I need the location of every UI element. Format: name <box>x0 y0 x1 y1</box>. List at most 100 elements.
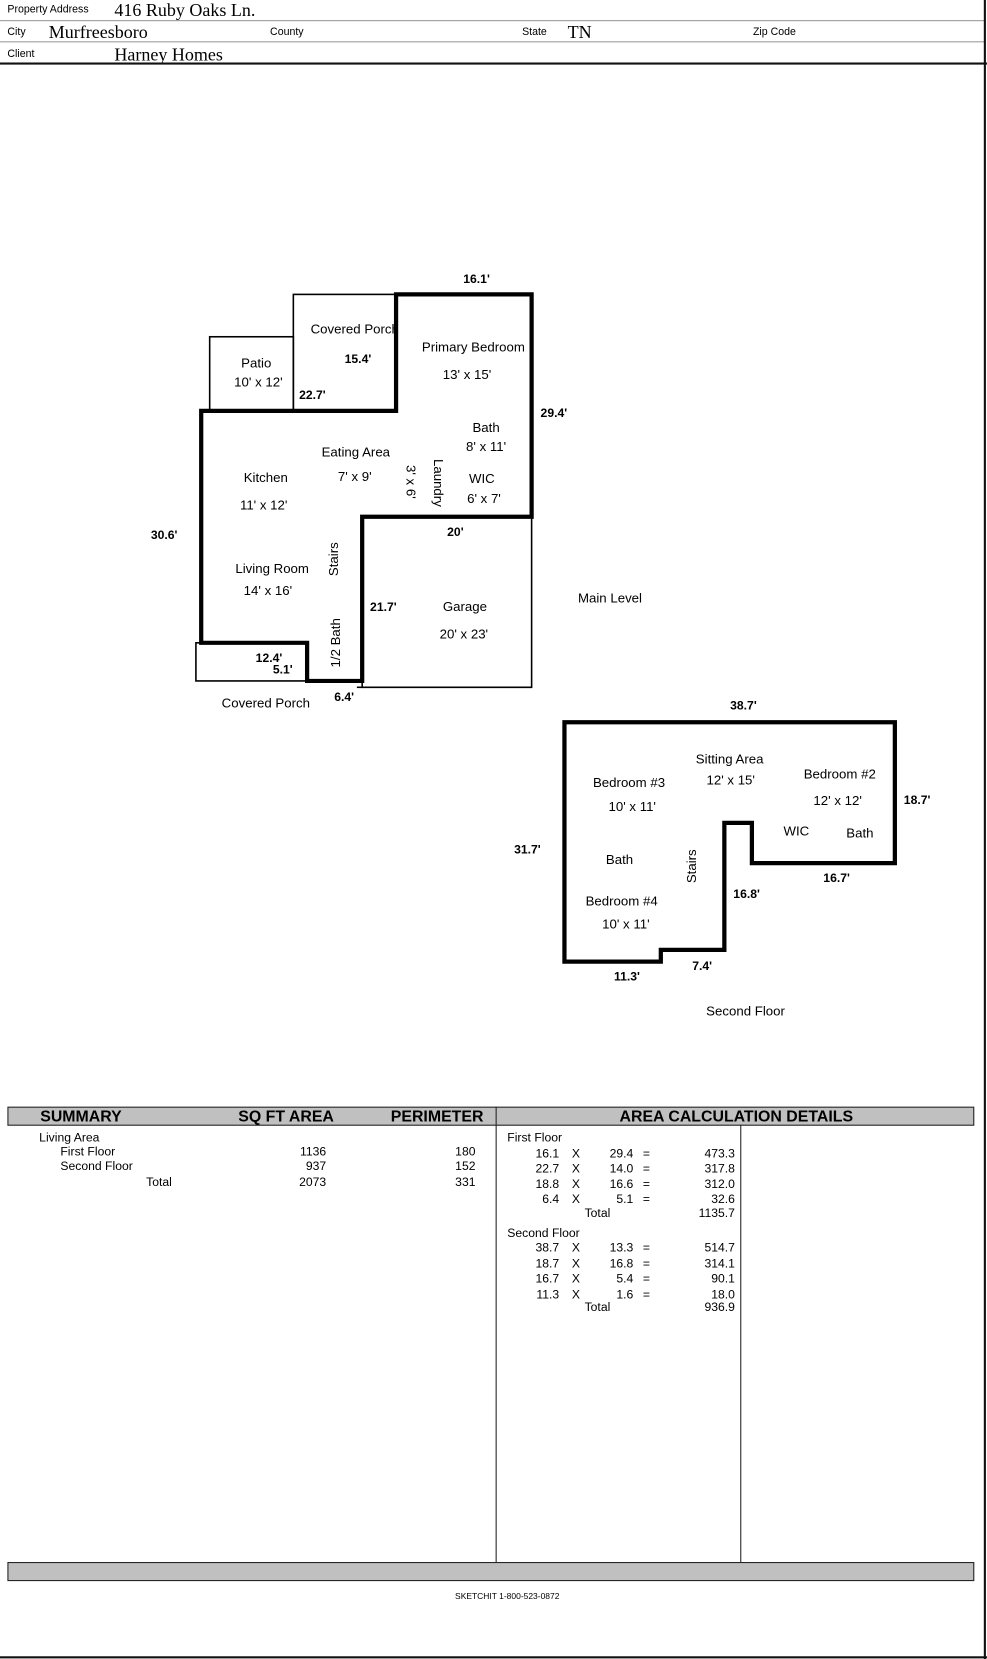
calc-b: 5.1 <box>616 1193 634 1207</box>
calc-b: 13.3 <box>609 1242 634 1255</box>
summary-header-bar <box>7 1106 975 1126</box>
room-covered-porch-top: Covered Porch <box>310 321 399 337</box>
calc-a: 18.8 <box>535 1178 560 1191</box>
dim-top: 16.1' <box>463 273 490 286</box>
calc-a: 16.7 <box>535 1272 560 1286</box>
room-patio: Patio <box>241 355 272 371</box>
room-bedroom3: Bedroom #3 <box>592 775 666 791</box>
room-kitchen-size: 11' x 12' <box>239 497 288 513</box>
room-closet-size: 3' x 6' <box>403 464 419 499</box>
state-label: State <box>522 26 547 39</box>
calc-result: 32.6 <box>711 1193 735 1207</box>
calc-a: 38.7 <box>535 1242 560 1255</box>
room-wic-size: 6' x 7' <box>467 491 501 507</box>
row-label: First Floor <box>60 1145 116 1159</box>
divider <box>740 1124 742 1563</box>
room-garage-size: 20' x 23' <box>439 626 489 642</box>
dim-bottom-b: 11.3' <box>613 971 640 984</box>
room-patio-size: 10' x 12' <box>234 374 283 390</box>
calc-result: 514.7 <box>704 1242 735 1255</box>
patio-outline <box>208 335 295 412</box>
zip-label: Zip Code <box>752 26 796 39</box>
calc-equals: = <box>642 1193 650 1207</box>
calc-b: 29.4 <box>609 1147 634 1161</box>
calc-equals: = <box>642 1257 650 1271</box>
client-label: Client <box>7 48 35 61</box>
calc-times: X <box>571 1288 580 1301</box>
row-perimeter: 180 <box>455 1145 476 1159</box>
calc-result: 90.1 <box>711 1272 735 1286</box>
room-stairs: Stairs <box>326 542 341 577</box>
calc-b: 14.0 <box>609 1162 634 1176</box>
calc-a: 18.7 <box>535 1257 560 1271</box>
calc-times: X <box>571 1242 580 1255</box>
room-covered-porch-bottom: Covered Porch <box>221 695 310 711</box>
calc-result: 473.3 <box>704 1147 735 1161</box>
calc-result: 312.0 <box>704 1178 735 1191</box>
dim-left: 30.6' <box>150 529 178 543</box>
details-total-label: Total <box>584 1206 611 1220</box>
room-bedroom3-size: 10' x 11' <box>608 799 656 815</box>
calc-b: 1.6 <box>616 1288 634 1301</box>
room-eating-area: Eating Area <box>321 444 391 460</box>
room-wic: WIC <box>783 823 810 839</box>
row-area: 1136 <box>299 1145 327 1159</box>
dim-bottom-a: 7.4' <box>692 960 713 974</box>
calc-times: X <box>571 1147 580 1161</box>
calc-equals: = <box>642 1162 650 1176</box>
details-total: 1135.7 <box>698 1206 735 1220</box>
page-border-right <box>983 0 986 1659</box>
divider <box>495 1106 497 1563</box>
details-heading: AREA CALCULATION DETAILS <box>619 1107 854 1126</box>
dim-porch-a: 12.4' <box>255 652 283 666</box>
details-total: 936.9 <box>704 1301 735 1315</box>
property-address-label: Property Address <box>7 4 89 16</box>
row-perimeter: 152 <box>455 1160 476 1174</box>
room-bedroom4-size: 10' x 11' <box>602 917 650 932</box>
room-garage: Garage <box>442 599 487 615</box>
dim-right: 18.7' <box>903 794 931 807</box>
calc-result: 18.0 <box>711 1288 735 1301</box>
calc-a: 6.4 <box>542 1193 560 1207</box>
calc-a: 22.7 <box>535 1162 560 1176</box>
calc-times: X <box>571 1257 580 1271</box>
details-total-label: Total <box>584 1301 611 1315</box>
calc-b: 5.4 <box>616 1272 634 1286</box>
room-bedroom2-size: 12' x 12' <box>813 793 862 809</box>
room-bath-size: 8' x 11' <box>466 439 507 455</box>
row-area: 2073 <box>299 1176 327 1190</box>
details-section-label: First Floor <box>507 1132 563 1145</box>
calc-a: 16.1 <box>535 1147 560 1161</box>
calc-times: X <box>571 1162 580 1176</box>
second-floor-title: Second Floor <box>706 1003 785 1019</box>
dim-porch-b: 5.1' <box>272 663 293 677</box>
dim-step: 16.7' <box>823 872 850 886</box>
calc-equals: = <box>642 1272 650 1286</box>
row-area: 937 <box>305 1160 327 1174</box>
dim-porch: 15.4' <box>344 353 372 367</box>
calc-equals: = <box>642 1147 650 1161</box>
footer-text: SKETCHIT 1-800-523-0872 <box>455 1591 560 1602</box>
county-label: County <box>270 26 304 39</box>
state: TN <box>567 22 592 43</box>
calc-result: 314.1 <box>704 1257 735 1271</box>
dim-patio-side: 22.7' <box>299 389 326 403</box>
room-bath-left: Bath <box>605 852 634 868</box>
room-half-bath: 1/2 Bath <box>328 618 344 668</box>
row-label: Second Floor <box>60 1160 133 1174</box>
calc-result: 317.8 <box>704 1162 735 1176</box>
calc-times: X <box>571 1272 580 1286</box>
row-perimeter: 331 <box>455 1176 476 1190</box>
room-wic: WIC <box>468 471 495 487</box>
room-eating-area-size: 7' x 9' <box>337 469 372 484</box>
floor-plan-drawing <box>195 292 897 964</box>
perimeter-heading: PERIMETER <box>390 1107 484 1126</box>
dim-garage-top: 20' <box>447 526 464 540</box>
calc-equals: = <box>642 1178 650 1191</box>
room-living-room-size: 14' x 16' <box>243 583 293 599</box>
room-kitchen: Kitchen <box>243 470 288 486</box>
room-primary-bedroom: Primary Bedroom <box>421 339 525 355</box>
dim-left: 31.7' <box>514 844 541 857</box>
room-laundry: Laundry <box>431 458 446 507</box>
main-level-title: Main Level <box>577 590 642 606</box>
